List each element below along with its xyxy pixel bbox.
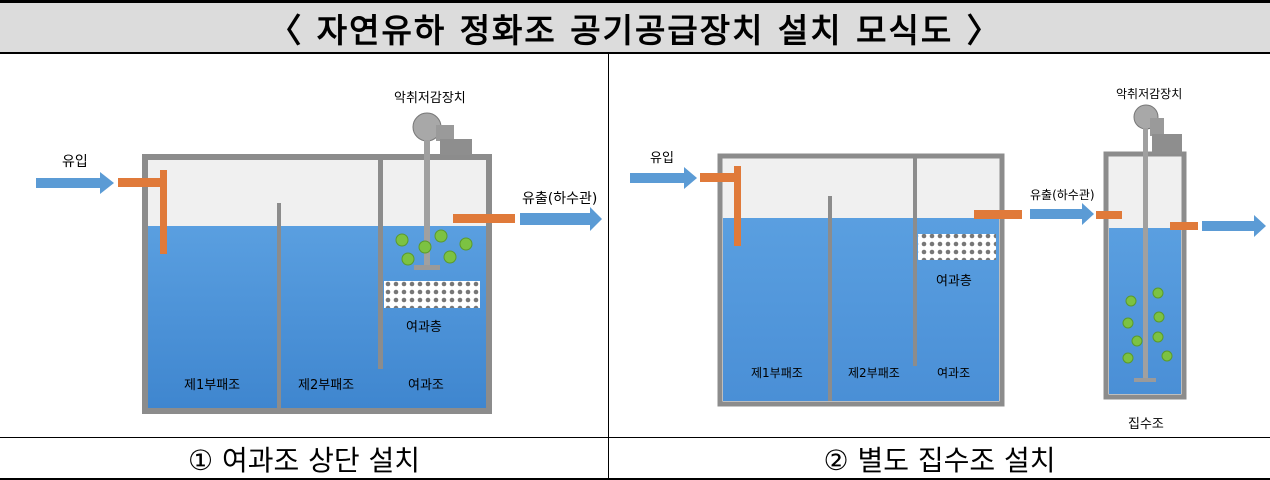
caption-row: ① 여과조 상단 설치 ② 별도 집수조 설치 xyxy=(0,437,1270,480)
left-device-shaft xyxy=(424,140,430,267)
left-partition-1 xyxy=(277,203,281,408)
left-caption: ① 여과조 상단 설치 xyxy=(187,443,421,477)
right-device-base xyxy=(1152,134,1182,154)
right-chamber-2-label: 제2부패조 xyxy=(848,366,900,380)
left-chamber-2-label: 제2부패조 xyxy=(298,378,354,393)
right-mid-arrow xyxy=(1030,203,1094,225)
right-outflow-label: 유출(하수관) xyxy=(1030,188,1095,202)
right-device-diffuser xyxy=(1134,378,1156,382)
left-inflow-pipe xyxy=(118,178,166,187)
right-inflow-drop xyxy=(734,166,741,246)
right-inflow-pipe xyxy=(700,173,740,182)
right-bubbles xyxy=(1122,287,1173,364)
right-filter-label: 여과층 xyxy=(936,274,972,289)
left-inflow-label: 유입 xyxy=(62,154,88,170)
left-outflow-label: 유출(하수관) xyxy=(522,191,597,207)
left-inflow-drop xyxy=(160,170,167,254)
right-device-label: 악취저감장치 xyxy=(1116,87,1182,101)
left-device-base xyxy=(440,139,472,155)
left-bubbles xyxy=(395,229,473,266)
left-chamber-3-label: 여과조 xyxy=(408,378,444,393)
left-filter-label: 여과층 xyxy=(406,320,442,335)
column-divider xyxy=(608,54,609,480)
page-title: 〈 자연유하 정화조 공기공급장치 설치 모식도 〉 xyxy=(268,10,1002,50)
right-caption: ② 별도 집수조 설치 xyxy=(823,443,1056,477)
right-inflow-label: 유입 xyxy=(650,151,674,166)
left-partition-2 xyxy=(378,157,383,369)
right-collection-in-pipe xyxy=(1096,211,1122,219)
right-final-arrow xyxy=(1202,215,1266,237)
left-diagram: 유입 유출(하수관) 악취저감장치 여과층 제1부패조 제2부패조 여과조 xyxy=(36,91,602,414)
left-device-body xyxy=(436,125,454,141)
right-inflow-arrow xyxy=(630,167,697,189)
right-device-shaft xyxy=(1143,128,1148,382)
right-collection-label: 집수조 xyxy=(1128,417,1164,432)
right-partition-2 xyxy=(913,156,917,366)
title-bar: 〈 자연유하 정화조 공기공급장치 설치 모식도 〉 xyxy=(0,0,1270,54)
right-diagram: 유입 여과층 유출(하수관) 악취저감장치 제1부패조 제2부패조 여과조 xyxy=(630,87,1266,432)
left-outflow-pipe xyxy=(453,214,515,223)
left-filter-mesh xyxy=(384,281,480,308)
left-device-label: 악취저감장치 xyxy=(394,91,466,106)
left-device-diffuser xyxy=(414,265,440,270)
right-device-body xyxy=(1150,118,1164,136)
right-chamber-3-label: 여과조 xyxy=(937,366,970,380)
left-inflow-arrow xyxy=(36,172,114,194)
right-partition-1 xyxy=(828,196,832,401)
right-mid-outflow-pipe xyxy=(974,210,1022,219)
left-chamber-1-label: 제1부패조 xyxy=(184,378,240,393)
left-outflow-arrow xyxy=(520,207,602,231)
right-collection-out-pipe xyxy=(1170,222,1198,230)
right-filter-mesh xyxy=(918,234,996,260)
right-chamber-1-label: 제1부패조 xyxy=(751,366,803,380)
